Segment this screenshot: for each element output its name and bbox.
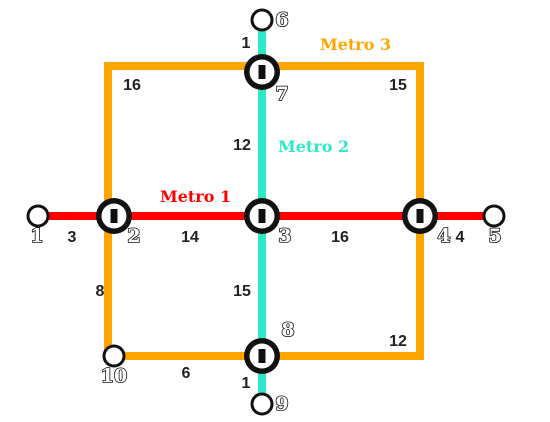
edge-weight-2-3: 14 [181, 229, 199, 246]
station-label-6: 6 [275, 9, 288, 31]
line-label-metro-3: Metro 3 [320, 35, 391, 54]
edge-weight-3-8: 15 [233, 283, 251, 300]
station-label-5: 5 [488, 225, 501, 247]
station-label-7: 7 [275, 83, 288, 105]
station-4: 4 [402, 198, 451, 248]
station-8: 8 [244, 318, 295, 374]
edge-weight-3-4: 16 [331, 229, 349, 246]
track-metro3-7-2 [104, 62, 262, 216]
edge-weight-7-2: 16 [123, 77, 141, 94]
station-label-4: 4 [437, 225, 450, 247]
track-metro3-7-4 [262, 62, 424, 216]
edge-weight-8-9: 1 [242, 375, 251, 392]
station-label-1: 1 [30, 225, 43, 247]
track-metro3-8-4 [262, 216, 424, 360]
station-9: 9 [250, 392, 289, 416]
station-2: 2 [96, 198, 141, 248]
edge-weight-1-2: 3 [68, 229, 77, 246]
line-label-metro-2: Metro 2 [278, 137, 349, 156]
station-10: 10 [100, 344, 128, 388]
edge-weight-7-4: 15 [389, 77, 407, 94]
station-label-8: 8 [281, 319, 294, 341]
station-7: 7 [244, 54, 289, 106]
edge-weight-8-4: 12 [389, 333, 407, 350]
track-layer [38, 20, 494, 404]
station-6: 6 [250, 8, 289, 32]
edge-weight-4-5: 4 [456, 229, 465, 246]
weight-layer: 3 14 16 4 1 12 15 1 16 15 8 6 12 [68, 35, 465, 392]
station-label-10: 10 [101, 365, 127, 387]
station-3: 3 [244, 198, 292, 248]
line-label-metro-1: Metro 1 [160, 187, 231, 206]
edge-weight-10-8: 6 [182, 365, 191, 382]
label-layer: Metro 1 Metro 2 Metro 3 [160, 35, 391, 206]
station-5: 5 [482, 204, 506, 248]
edge-weight-6-7: 1 [242, 35, 251, 52]
edge-weight-2-10: 8 [96, 283, 105, 300]
station-label-9: 9 [275, 393, 288, 415]
edge-weight-7-3: 12 [233, 137, 251, 154]
station-label-2: 2 [127, 225, 140, 247]
station-1: 1 [26, 204, 50, 248]
track-metro3-2-10 [104, 216, 114, 360]
station-label-3: 3 [278, 225, 291, 247]
